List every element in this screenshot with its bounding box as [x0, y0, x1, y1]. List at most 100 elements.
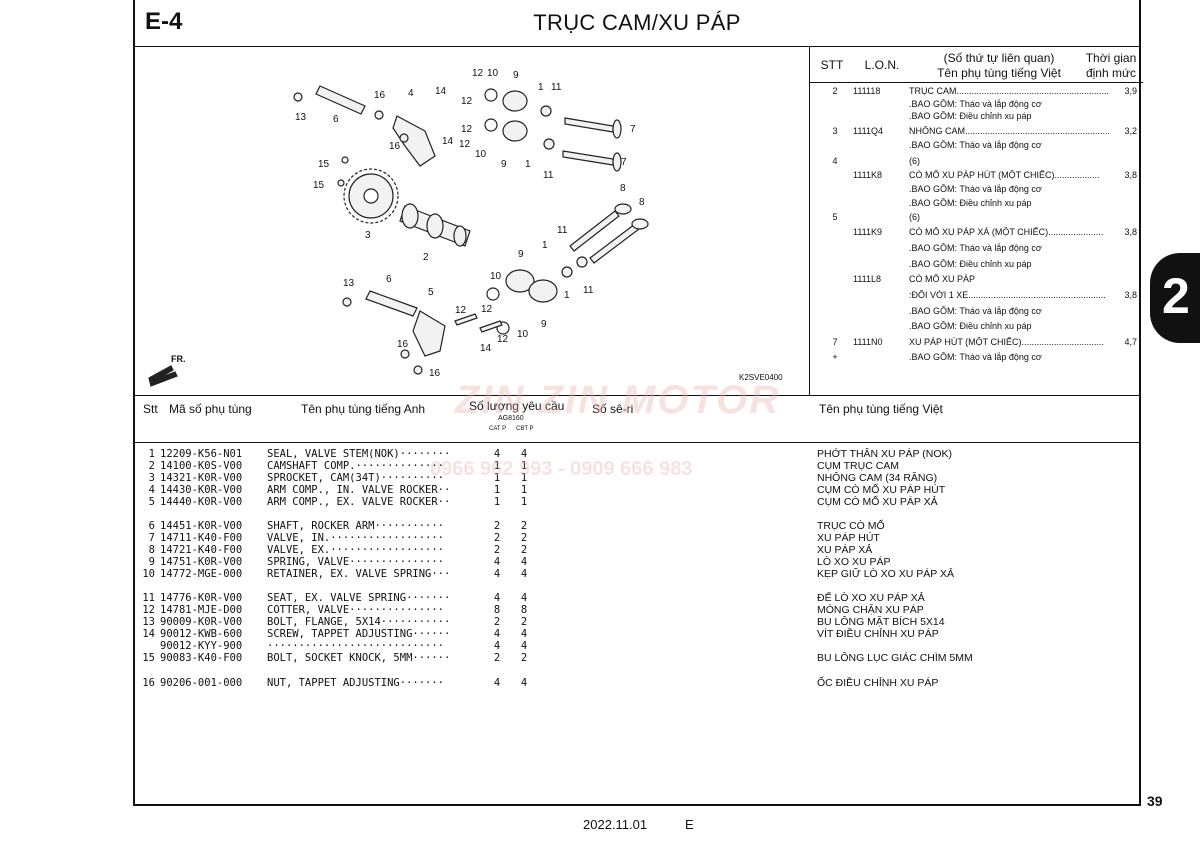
labor-row: .BAO GỒM: Tháo và lắp động cơ — [809, 184, 1143, 198]
labor-time: 3,8 — [1124, 290, 1137, 300]
col-qty-model: AG8160 — [498, 415, 524, 422]
part-name-en: VALVE, EX.·················· — [267, 544, 445, 556]
part-name-vi: BU LÔNG LỤC GIÁC CHÌM 5MM — [817, 652, 973, 664]
part-qty-cat: 2 — [493, 616, 501, 628]
spring-bottom-2 — [528, 279, 558, 303]
part-qty-cbt: 2 — [520, 520, 528, 532]
part-name-en: NUT, TAPPET ADJUSTING······· — [267, 677, 445, 689]
part-qty-cat: 2 — [493, 544, 501, 556]
footer-edition: E — [685, 817, 694, 832]
part-number: 90012-KYY-900 — [160, 640, 243, 652]
part-index: 5 — [148, 496, 155, 508]
part-name-en: VALVE, IN.·················· — [267, 532, 445, 544]
part-index: 11 — [142, 592, 155, 604]
callout: 11 — [557, 225, 568, 236]
part-number: 14751-K0R-V00 — [160, 556, 243, 568]
valve-ex-1-head — [614, 203, 632, 215]
rocker-shaft-top — [315, 85, 366, 115]
labor-name: .BAO GỒM: Tháo và lắp động cơ — [909, 184, 1042, 194]
labor-name: (6) — [909, 212, 920, 222]
labor-lon: 1111Q4 — [853, 126, 884, 136]
part-name-vi: ỐC ĐIỀU CHỈNH XU PÁP — [817, 677, 939, 689]
part-name-en: SEAT, EX. VALVE SPRING······· — [267, 592, 451, 604]
rocker-arm-ex — [412, 310, 446, 357]
part-qty-cat: 1 — [493, 472, 501, 484]
labor-col-name-1: (Số thứ tự liên quan) — [943, 51, 1055, 65]
labor-time: 3,2 — [1124, 126, 1137, 136]
labor-name: .BAO GỒM: Tháo và lắp động cơ — [909, 306, 1042, 316]
callout: 10 — [517, 329, 529, 340]
part-number: 14772-MGE-000 — [160, 568, 243, 580]
part-number: 14721-K40-F00 — [160, 544, 243, 556]
valve-in-2 — [562, 150, 614, 166]
part-index: 1 — [148, 448, 155, 460]
callout: 15 — [318, 159, 330, 170]
labor-col-time-1: Thời gian — [1085, 51, 1137, 65]
part-name-vi: PHỚT THÂN XU PÁP (NOK) — [817, 448, 953, 460]
knock-bolt-2 — [337, 179, 345, 187]
part-qty-cbt: 2 — [520, 616, 528, 628]
spring-bottom-1 — [505, 269, 535, 293]
part-index: 13 — [142, 616, 155, 628]
part-qty-cat: 1 — [493, 460, 501, 472]
part-qty-cat: 4 — [493, 677, 501, 689]
labor-col-name-2: Tên phụ tùng tiếng Việt — [937, 66, 1061, 80]
part-qty-cbt: 4 — [520, 448, 528, 460]
part-index: 16 — [142, 677, 155, 689]
callout: 9 — [501, 159, 507, 170]
callout: 16 — [374, 90, 386, 101]
labor-time: 3,8 — [1124, 170, 1137, 180]
part-name-en: ···························· — [267, 640, 445, 652]
callout: 12 — [472, 68, 484, 79]
knock-bolt-1 — [341, 156, 349, 164]
callout: 5 — [428, 287, 434, 298]
labor-row: .BAO GỒM: Tháo và lắp động cơ — [809, 243, 1143, 257]
callout: 11 — [551, 82, 562, 93]
labor-stt: 4 — [832, 156, 838, 166]
labor-row: .BAO GỒM: Tháo và lắp động cơ — [809, 140, 1143, 154]
labor-name: .BAO GỒM: Tháo và lắp động cơ — [909, 140, 1042, 150]
seat-bottom-1 — [561, 266, 573, 278]
callout: 9 — [513, 70, 519, 81]
callout: 12 — [455, 305, 467, 316]
labor-name: :ĐỐI VỚI 1 XE...........................… — [909, 290, 1106, 300]
part-number: 14781-MJE-D00 — [160, 604, 243, 616]
section-code: E-4 — [145, 8, 183, 35]
labor-stt: 3 — [832, 126, 838, 136]
cam-sprocket-hub — [363, 188, 379, 204]
labor-name: .BAO GỒM: Tháo và lắp động cơ — [909, 352, 1042, 362]
callout: 16 — [397, 339, 409, 350]
part-index: 14 — [142, 628, 155, 640]
callout: 12 — [459, 139, 471, 150]
diagram-ref-code: K2SVE0400 — [739, 373, 783, 382]
part-name-en: RETAINER, EX. VALVE SPRING··· — [267, 568, 451, 580]
callout: 16 — [389, 141, 401, 152]
cam-lobe-2 — [426, 213, 444, 239]
part-number: 14430-K0R-V00 — [160, 484, 243, 496]
part-qty-cbt: 2 — [520, 532, 528, 544]
watermark-phone: 0966 962 993 - 0909 666 983 — [430, 458, 693, 480]
part-name-vi: LÒ XO XU PÁP — [817, 556, 891, 568]
part-name-en: SCREW, TAPPET ADJUSTING······ — [267, 628, 451, 640]
part-name-vi: BU LÔNG MẶT BÍCH 5X14 — [817, 616, 945, 628]
labor-time: 4,7 — [1124, 337, 1137, 347]
part-qty-cbt: 2 — [520, 652, 528, 664]
part-qty-cbt: 1 — [520, 472, 528, 484]
labor-row: +.BAO GỒM: Tháo và lắp động cơ — [809, 352, 1143, 366]
labor-row: .BAO GỒM: Điều chỉnh xu páp — [809, 111, 1143, 125]
part-qty-cat: 2 — [493, 652, 501, 664]
tappet-screw-2 — [479, 320, 503, 333]
adjust-nut-bottom — [413, 365, 423, 375]
part-number: 14321-K0R-V00 — [160, 472, 243, 484]
labor-row: :ĐỐI VỚI 1 XE...........................… — [809, 290, 1143, 304]
part-name-en: BOLT, SOCKET KNOCK, 5MM······ — [267, 652, 451, 664]
part-qty-cat: 1 — [493, 484, 501, 496]
part-number: 14440-K0R-V00 — [160, 496, 243, 508]
table-row: 90012-KYY-900 ···························… — [135, 640, 1139, 652]
col-name-en: Tên phụ tùng tiếng Anh — [301, 402, 426, 416]
